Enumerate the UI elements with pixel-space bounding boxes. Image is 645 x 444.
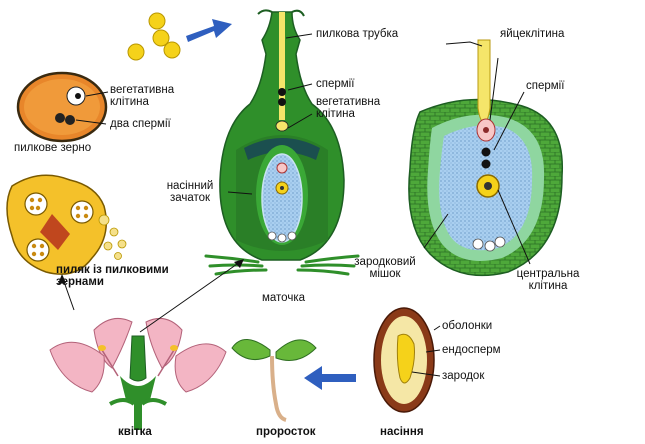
label-embryo-sac: зародковий мішок [354, 256, 416, 280]
label-sperms-ovule: спермії [526, 80, 565, 92]
label-flower: квітка [118, 426, 152, 438]
label-central-cell: центральна клітина [516, 268, 580, 292]
label-egg-cell: яйцеклітина [500, 28, 565, 40]
ovule-enlarged-drawing [408, 39, 564, 277]
label-sperms-pistil: спермії [316, 78, 355, 90]
label-pollen-grain: пилкове зерно [14, 142, 92, 154]
label-seed: насіння [380, 426, 424, 438]
label-two-sperms: два спермії [110, 118, 171, 130]
leader-lines [61, 33, 531, 333]
blue-arrow-to-pistil [186, 19, 232, 42]
label-vegetative-cell-pistil: вегетативна клітина [316, 96, 381, 120]
label-pistil: маточка [262, 292, 306, 304]
seed-drawing [373, 307, 441, 413]
label-vegetative-cell-grain: вегетативна клітина [110, 84, 175, 108]
arrowhead-to-anther [58, 274, 66, 284]
seedling-drawing [231, 339, 317, 422]
label-pollen-tube: пилкова трубка [316, 28, 399, 40]
label-ovule: насінний зачаток [166, 180, 214, 204]
pistil-drawing [204, 9, 360, 276]
anther-drawing [6, 174, 127, 275]
label-embryo: зародок [442, 370, 485, 382]
label-coats: оболонки [442, 320, 493, 332]
label-anther: пиляк із пилковими зернами [56, 264, 169, 288]
label-endosperm: ендосперм [442, 344, 501, 356]
blue-arrow-to-seedling [304, 366, 356, 390]
arrowhead-to-pistil [234, 259, 244, 268]
flower-drawing [49, 317, 227, 430]
pollen-grain-drawing [16, 71, 109, 143]
pollen-grains-floating [127, 12, 181, 61]
label-seedling: проросток [256, 426, 316, 438]
